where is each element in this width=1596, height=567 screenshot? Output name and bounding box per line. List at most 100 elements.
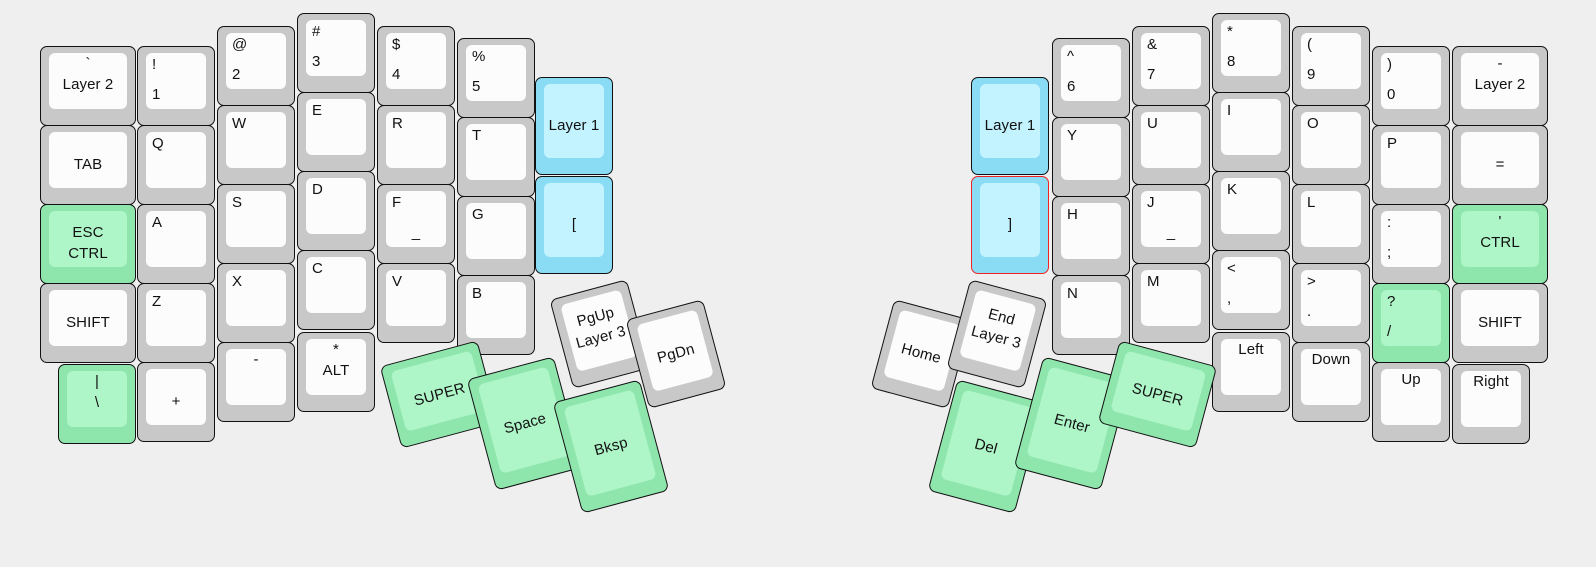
- key-g[interactable]: G: [457, 196, 535, 276]
- key-e-cap: [306, 99, 366, 155]
- key-8-cap: [1221, 20, 1281, 76]
- key-right-arrow[interactable]: Right: [1452, 364, 1530, 444]
- key-t-cap: [466, 124, 526, 180]
- key-layer1-left-cap: [544, 84, 604, 158]
- key-up-arrow[interactable]: Up: [1372, 362, 1450, 442]
- key-m[interactable]: M: [1132, 263, 1210, 343]
- key-7[interactable]: &7: [1132, 26, 1210, 106]
- key-v-cap: [386, 270, 446, 326]
- key-s[interactable]: S: [217, 184, 295, 264]
- key-down-arrow[interactable]: Down: [1292, 342, 1370, 422]
- key-9-cap: [1301, 33, 1361, 89]
- key-k-cap: [1221, 178, 1281, 234]
- key-f[interactable]: F_: [377, 184, 455, 264]
- key-semicolon-cap: [1381, 211, 1441, 267]
- key-r[interactable]: R: [377, 105, 455, 185]
- key-d-cap: [306, 178, 366, 234]
- key-v[interactable]: V: [377, 263, 455, 343]
- key-pgup-layer3-cap: [560, 289, 638, 372]
- key-2[interactable]: @2: [217, 26, 295, 106]
- key-alt[interactable]: *ALT: [297, 332, 375, 412]
- key-a-cap: [146, 211, 206, 267]
- key-d[interactable]: D: [297, 171, 375, 251]
- key-comma-cap: [1221, 257, 1281, 313]
- key-bracket-right[interactable]: ]: [971, 176, 1049, 274]
- key-plus[interactable]: +: [137, 362, 215, 442]
- key-y-cap: [1061, 124, 1121, 180]
- key-equals[interactable]: =: [1452, 125, 1548, 205]
- key-f-cap: [386, 191, 446, 247]
- key-7-cap: [1141, 33, 1201, 89]
- key-w[interactable]: W: [217, 105, 295, 185]
- key-8[interactable]: *8: [1212, 13, 1290, 93]
- key-bksp-cap: [563, 389, 657, 497]
- key-pipe-backslash-cap: [67, 371, 127, 427]
- key-minus-layer2[interactable]: -Layer 2: [1452, 46, 1548, 126]
- key-6[interactable]: ^6: [1052, 38, 1130, 118]
- key-up-arrow-cap: [1381, 369, 1441, 425]
- key-g-cap: [466, 203, 526, 259]
- key-i[interactable]: I: [1212, 92, 1290, 172]
- key-r-cap: [386, 112, 446, 168]
- key-grave-layer2[interactable]: `Layer 2: [40, 46, 136, 126]
- key-alt-cap: [306, 339, 366, 395]
- key-t[interactable]: T: [457, 117, 535, 197]
- key-9[interactable]: (9: [1292, 26, 1370, 106]
- key-semicolon[interactable]: :;: [1372, 204, 1450, 284]
- key-bracket-left-cap: [544, 183, 604, 257]
- key-quote-ctrl-cap: [1461, 211, 1539, 267]
- key-x[interactable]: X: [217, 263, 295, 343]
- key-p[interactable]: P: [1372, 125, 1450, 205]
- key-h[interactable]: H: [1052, 196, 1130, 276]
- key-3[interactable]: #3: [297, 13, 375, 93]
- key-z[interactable]: Z: [137, 283, 215, 363]
- key-j[interactable]: J_: [1132, 184, 1210, 264]
- key-n[interactable]: N: [1052, 275, 1130, 355]
- key-u[interactable]: U: [1132, 105, 1210, 185]
- key-shift-left-cap: [49, 290, 127, 346]
- key-pipe-backslash[interactable]: |\: [58, 364, 136, 444]
- key-1[interactable]: !1: [137, 46, 215, 126]
- key-layer1-right[interactable]: Layer 1: [971, 77, 1049, 175]
- key-left-arrow[interactable]: Left: [1212, 332, 1290, 412]
- key-minus-layer2-cap: [1461, 53, 1539, 109]
- key-equals-cap: [1461, 132, 1539, 188]
- key-p-cap: [1381, 132, 1441, 188]
- key-bracket-left[interactable]: [: [535, 176, 613, 274]
- key-slash-cap: [1381, 290, 1441, 346]
- key-0[interactable]: )0: [1372, 46, 1450, 126]
- key-x-cap: [226, 270, 286, 326]
- key-h-cap: [1061, 203, 1121, 259]
- key-comma[interactable]: <,: [1212, 250, 1290, 330]
- key-slash[interactable]: ?/: [1372, 283, 1450, 363]
- key-l[interactable]: L: [1292, 184, 1370, 264]
- key-shift-right[interactable]: SHIFT: [1452, 283, 1548, 363]
- key-3-cap: [306, 20, 366, 76]
- key-4-cap: [386, 33, 446, 89]
- key-minus[interactable]: -: [217, 342, 295, 422]
- key-esc-ctrl-cap: [49, 211, 127, 267]
- key-e[interactable]: E: [297, 92, 375, 172]
- key-w-cap: [226, 112, 286, 168]
- key-a[interactable]: A: [137, 204, 215, 284]
- key-layer1-left[interactable]: Layer 1: [535, 77, 613, 175]
- key-quote-ctrl[interactable]: 'CTRL: [1452, 204, 1548, 284]
- key-q[interactable]: Q: [137, 125, 215, 205]
- key-tab[interactable]: TAB: [40, 125, 136, 205]
- key-k[interactable]: K: [1212, 171, 1290, 251]
- key-period[interactable]: >.: [1292, 263, 1370, 343]
- key-5[interactable]: %5: [457, 38, 535, 118]
- key-left-arrow-cap: [1221, 339, 1281, 395]
- key-right-arrow-cap: [1461, 371, 1521, 427]
- key-4[interactable]: $4: [377, 26, 455, 106]
- key-c[interactable]: C: [297, 250, 375, 330]
- key-i-cap: [1221, 99, 1281, 155]
- key-m-cap: [1141, 270, 1201, 326]
- key-shift-left[interactable]: SHIFT: [40, 283, 136, 363]
- key-u-cap: [1141, 112, 1201, 168]
- key-y[interactable]: Y: [1052, 117, 1130, 197]
- key-o[interactable]: O: [1292, 105, 1370, 185]
- key-bracket-right-cap: [980, 183, 1040, 257]
